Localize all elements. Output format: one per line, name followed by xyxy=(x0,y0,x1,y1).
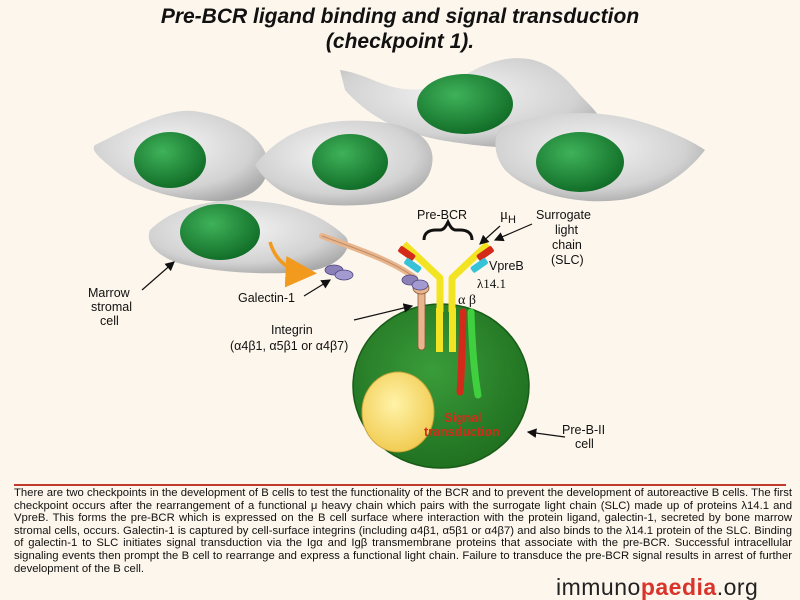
mu-h-pointer xyxy=(479,225,501,245)
stromal-cell-right xyxy=(495,113,705,202)
label-alpha-beta: α β xyxy=(458,293,476,308)
galectin-molecule-free xyxy=(324,264,354,281)
stromal-cell-left xyxy=(93,110,269,202)
slc-pointer xyxy=(493,223,533,242)
pre-b-nucleus xyxy=(361,371,435,453)
caption-divider xyxy=(14,484,786,486)
label-lambda: λ14.1 xyxy=(477,276,506,291)
label-integrin-line2: (α4β1, α5β1 or α4β7) xyxy=(230,339,348,353)
pre-b-ii-cell xyxy=(352,303,530,469)
label-surrogate-line4: (SLC) xyxy=(551,253,584,267)
label-pre-b-line1: Pre-B-II xyxy=(562,423,605,437)
stromal-cell-middle xyxy=(255,120,433,206)
label-galectin: Galectin-1 xyxy=(238,291,295,305)
diagram-canvas: Pre-BCR μH Surrogate light chain (SLC) V… xyxy=(88,58,705,469)
label-surrogate-line3: chain xyxy=(552,238,582,252)
label-marrow-line2: stromal xyxy=(91,300,132,314)
immunopaedia-logo: immunopaedia.org xyxy=(556,574,759,600)
title-line-1: Pre-BCR ligand binding and signal transd… xyxy=(160,5,640,28)
pre-bcr-brace xyxy=(422,218,474,241)
pre-b-pointer xyxy=(526,428,566,438)
title-line-2: (checkpoint 1). xyxy=(325,30,475,53)
caption-text: There are two checkpoints in the develop… xyxy=(14,487,792,575)
label-vpreb: VpreB xyxy=(489,259,524,273)
pre-bcr xyxy=(398,241,494,352)
galectin-molecule-bound xyxy=(401,274,429,291)
label-marrow-line3: cell xyxy=(100,314,119,328)
label-pre-bcr: Pre-BCR xyxy=(417,208,467,222)
stromal-cell-lower xyxy=(148,200,348,274)
label-surrogate-line1: Surrogate xyxy=(536,208,591,222)
label-integrin-line1: Integrin xyxy=(271,323,313,337)
galectin-pointer xyxy=(303,279,332,297)
label-pre-b-line2: cell xyxy=(575,437,594,451)
label-signal-line2: transduction xyxy=(424,425,500,439)
secretion-arrow xyxy=(268,241,317,288)
label-mu-h: μH xyxy=(500,207,516,226)
diagram-title: Pre-BCR ligand binding and signal transd… xyxy=(0,4,800,54)
label-surrogate-line2: light xyxy=(555,223,578,237)
label-signal-line1: Signal xyxy=(444,411,482,425)
ig-alpha-beta xyxy=(456,308,482,399)
integrin-pointer xyxy=(353,303,414,321)
marrow-pointer xyxy=(141,261,175,291)
label-marrow-line1: Marrow xyxy=(88,286,131,300)
